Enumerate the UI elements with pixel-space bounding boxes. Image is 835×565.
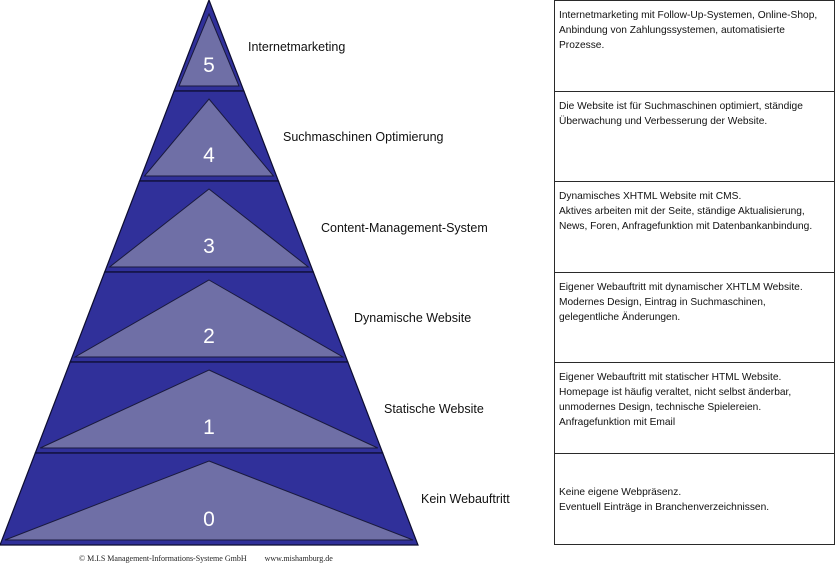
level-title-0: Kein Webauftritt bbox=[421, 492, 510, 506]
pyramid-diagram: 5 4 3 2 1 0 Internetmarketing Suchmaschinen O… bbox=[0, 0, 510, 546]
description-line: Überwachung und Verbesserung der Website… bbox=[559, 116, 768, 127]
pyramid-inner-triangle-4 bbox=[143, 98, 275, 177]
description-line: Anbindung von Zahlungssystemen, automati… bbox=[559, 25, 785, 36]
description-line: Eigener Webauftritt mit statischer HTML … bbox=[559, 372, 782, 383]
level-number-2: 2 bbox=[203, 325, 215, 348]
description-line: Keine eigene Webpräsenz. bbox=[559, 487, 682, 498]
description-box-3: Dynamisches XHTML Website mit CMS. Aktiv… bbox=[554, 181, 835, 273]
description-line: Die Website ist für Suchmaschinen optimi… bbox=[559, 101, 803, 112]
level-number-5: 5 bbox=[203, 54, 215, 77]
pyramid-inner-triangle-1 bbox=[39, 369, 379, 449]
level-title-3: Content-Management-System bbox=[321, 221, 488, 235]
description-line: Anfragefunktion mit Email bbox=[559, 417, 676, 428]
description-line: Eigener Webauftritt mit dynamischer XHTL… bbox=[559, 282, 803, 293]
level-number-3: 3 bbox=[203, 235, 215, 258]
level-number-0: 0 bbox=[203, 508, 215, 531]
footer-copyright: © M.I.S Management-Informations-Systeme … bbox=[79, 554, 247, 563]
description-line: Homepage ist häufig veraltet, nicht selb… bbox=[559, 387, 792, 398]
footer: © M.I.S Management-Informations-Systeme … bbox=[79, 554, 333, 563]
description-box-0: Keine eigene Webpräsenz. Eventuell Eintr… bbox=[554, 453, 835, 545]
description-line: Dynamisches XHTML Website mit CMS. bbox=[559, 191, 742, 202]
description-line: gelegentliche Änderungen. bbox=[559, 312, 681, 323]
description-line: Prozesse. bbox=[559, 40, 605, 51]
level-number-4: 4 bbox=[203, 144, 215, 167]
description-line: Aktives arbeiten mit der Seite, ständige… bbox=[559, 206, 805, 217]
level-title-2: Dynamische Website bbox=[354, 311, 471, 325]
level-titles: Internetmarketing Suchmaschinen Optimier… bbox=[248, 40, 510, 506]
description-line: Modernes Design, Eintrag in Suchmaschine… bbox=[559, 297, 766, 308]
level-title-4: Suchmaschinen Optimierung bbox=[283, 130, 444, 144]
description-line: unmodernes Design, technische Spielereie… bbox=[559, 402, 762, 413]
pyramid-bands: 5 4 3 2 1 0 bbox=[0, 0, 419, 546]
description-box-4: Die Website ist für Suchmaschinen optimi… bbox=[554, 91, 835, 182]
pyramid-inner-triangle-2 bbox=[73, 279, 345, 358]
pyramid-inner-triangle-0 bbox=[4, 460, 414, 541]
level-title-1: Statische Website bbox=[384, 402, 484, 416]
pyramid-inner-triangle-5 bbox=[178, 12, 240, 87]
description-line: Eventuell Einträge in Branchenverzeichni… bbox=[559, 502, 770, 513]
pyramid-inner-triangle-3 bbox=[108, 188, 310, 268]
footer-website: www.mishamburg.de bbox=[264, 554, 333, 563]
description-line: Internetmarketing mit Follow-Up-Systemen… bbox=[559, 10, 818, 21]
description-box-5: Internetmarketing mit Follow-Up-Systemen… bbox=[554, 0, 835, 92]
description-line: News, Foren, Anfragefunktion mit Datenba… bbox=[559, 221, 813, 232]
level-number-1: 1 bbox=[203, 416, 215, 439]
description-box-2: Eigener Webauftritt mit dynamischer XHTL… bbox=[554, 272, 835, 363]
description-box-1: Eigener Webauftritt mit statischer HTML … bbox=[554, 362, 835, 454]
level-title-5: Internetmarketing bbox=[248, 40, 345, 54]
